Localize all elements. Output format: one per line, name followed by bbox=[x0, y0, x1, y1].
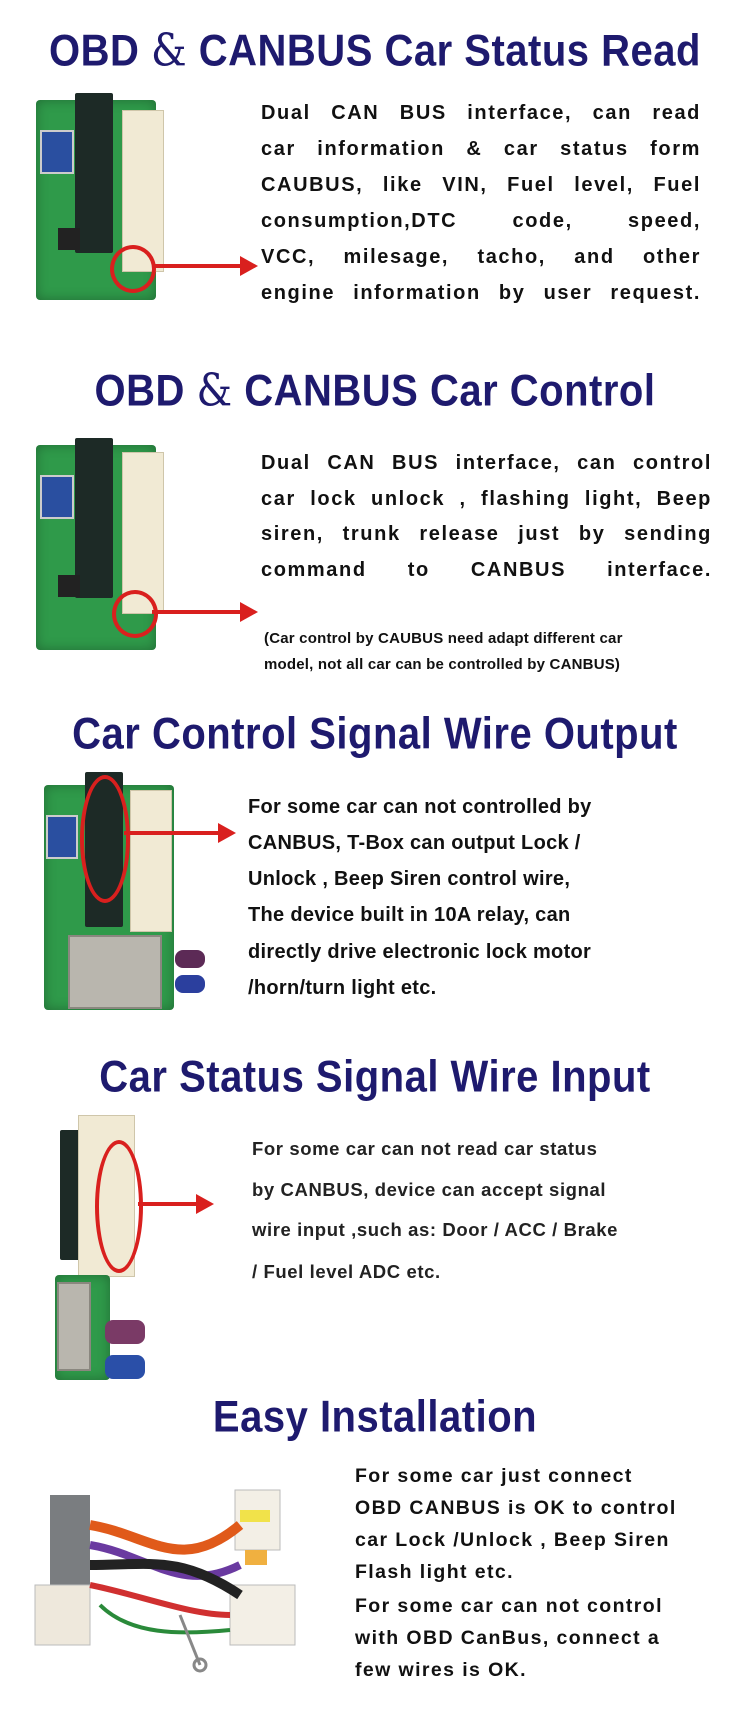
highlight-circle bbox=[110, 245, 156, 293]
description-line: consumption,DTC code, speed, bbox=[261, 210, 701, 232]
description-line: directly drive electronic lock motor bbox=[248, 941, 592, 963]
description-line: For some car can not control bbox=[355, 1595, 663, 1617]
section-title-status-read: OBD & CANBUS Car Status Read bbox=[49, 25, 701, 77]
description-line: For some car just connect bbox=[355, 1465, 633, 1487]
description-line: engine information by user request. bbox=[261, 282, 701, 304]
arrow-icon bbox=[152, 602, 258, 622]
arrow-icon bbox=[138, 1194, 214, 1214]
description-line: For some car can not read car status bbox=[252, 1138, 598, 1159]
description-line: CANBUS, T-Box can output Lock / bbox=[248, 832, 581, 854]
description-line: with OBD CanBus, connect a bbox=[355, 1627, 661, 1649]
description-line: few wires is OK. bbox=[355, 1659, 527, 1681]
note-line: (Car control by CAUBUS need adapt differ… bbox=[264, 630, 623, 647]
description-line: siren, trunk release just by sending bbox=[261, 523, 712, 545]
arrow-icon bbox=[124, 823, 236, 843]
wire-harness-image bbox=[30, 1465, 330, 1675]
section-title-car-control: OBD & CANBUS Car Control bbox=[94, 365, 656, 417]
description-line: /horn/turn light etc. bbox=[248, 977, 437, 999]
section-title-wire-output: Car Control Signal Wire Output bbox=[72, 709, 678, 759]
description-line: The device built in 10A relay, can bbox=[248, 904, 571, 926]
description-line: car information & car status form bbox=[261, 138, 701, 160]
note-line: model, not all car can be controlled by … bbox=[264, 656, 621, 673]
highlight-circle bbox=[95, 1140, 143, 1273]
description-line: wire input ,such as: Door / ACC / Brake bbox=[252, 1219, 619, 1240]
description-line: VCC, milesage, tacho, and other bbox=[261, 246, 701, 268]
description-line: Dual CAN BUS interface, can control bbox=[261, 452, 712, 474]
section-title-wire-input: Car Status Signal Wire Input bbox=[99, 1052, 651, 1102]
description-line: Flash light etc. bbox=[355, 1561, 514, 1583]
description-line: OBD CANBUS is OK to control bbox=[355, 1497, 677, 1519]
description-line: command to CANBUS interface. bbox=[261, 559, 712, 581]
description-line: Dual CAN BUS interface, can read bbox=[261, 102, 701, 124]
description-line: by CANBUS, device can accept signal bbox=[252, 1179, 607, 1200]
description-line: For some car can not controlled by bbox=[248, 796, 592, 818]
highlight-circle bbox=[112, 590, 158, 638]
description-line: Unlock , Beep Siren control wire, bbox=[248, 868, 571, 890]
description-line: car lock unlock , flashing light, Beep bbox=[261, 488, 712, 510]
description-line: car Lock /Unlock , Beep Siren bbox=[355, 1529, 670, 1551]
highlight-circle bbox=[80, 775, 130, 903]
arrow-icon bbox=[152, 256, 258, 276]
description-line: / Fuel level ADC etc. bbox=[252, 1261, 441, 1282]
section-title-easy-installation: Easy Installation bbox=[212, 1392, 538, 1442]
description-line: CAUBUS, like VIN, Fuel level, Fuel bbox=[261, 174, 701, 196]
